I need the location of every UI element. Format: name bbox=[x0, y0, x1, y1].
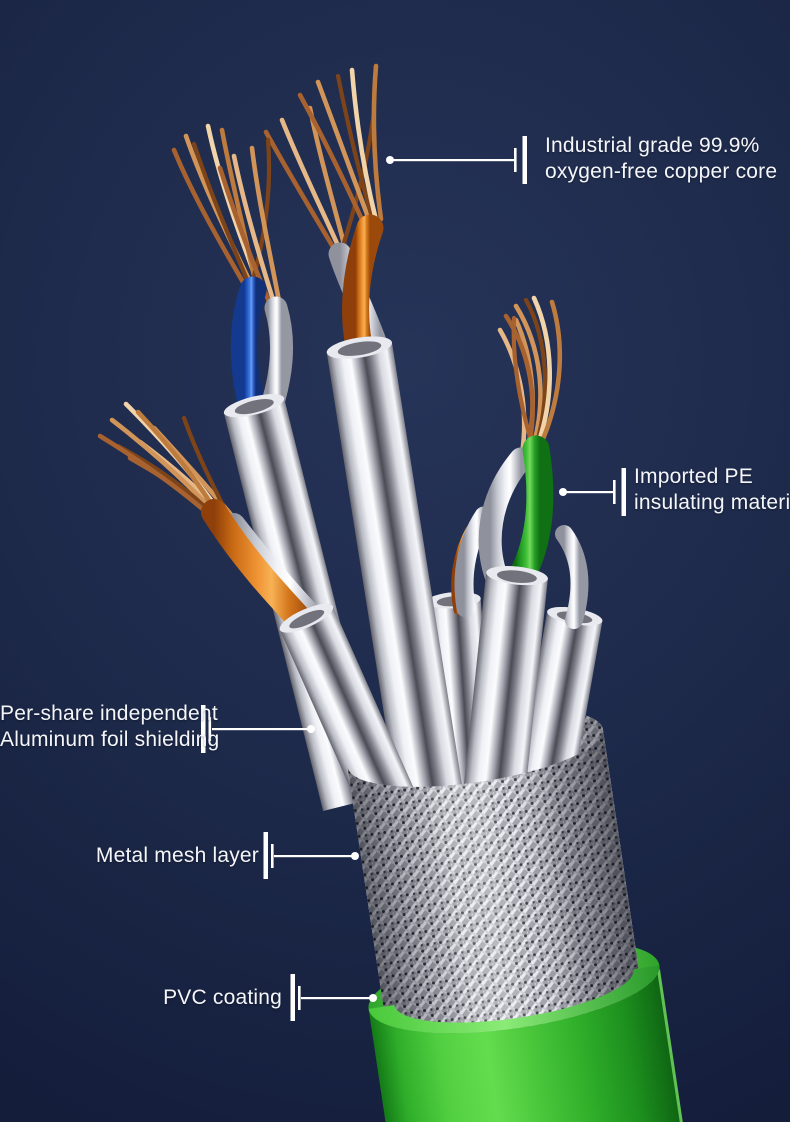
annotation-line: insulating material bbox=[634, 491, 790, 514]
annotation-line: Metal mesh layer bbox=[95, 844, 259, 867]
copper-strands-orange-top bbox=[263, 63, 384, 255]
annotation-line: oxygen-free copper core bbox=[545, 160, 778, 183]
foil-tube bbox=[279, 603, 419, 822]
wire-stub-white bbox=[454, 506, 494, 618]
leader-dot bbox=[369, 994, 377, 1002]
wire-pair-orange-left bbox=[97, 401, 419, 822]
foil-tube bbox=[326, 336, 464, 803]
annotation-mesh-layer: Metal mesh layer bbox=[0, 843, 259, 869]
annotation-pe-insulation: Imported PE insulating material bbox=[634, 464, 790, 516]
annotation-pvc-coating: PVC coating bbox=[0, 985, 282, 1011]
mesh-and-jacket bbox=[347, 729, 687, 1122]
wire-stub-white-2 bbox=[555, 525, 589, 629]
annotation-foil-shielding: Per-share independent Aluminum foil shie… bbox=[0, 701, 220, 753]
leader-copper-core bbox=[386, 136, 527, 184]
foil-tube bbox=[461, 566, 548, 813]
leader-lines bbox=[201, 136, 626, 1021]
metal-mesh-braid bbox=[347, 729, 645, 1049]
leader-dot bbox=[351, 852, 359, 860]
annotation-line: Industrial grade 99.9% bbox=[545, 134, 760, 157]
copper-strands-green bbox=[497, 295, 563, 457]
copper-strands-blue bbox=[171, 123, 282, 307]
annotation-copper-core: Industrial grade 99.9% oxygen-free coppe… bbox=[545, 133, 777, 185]
leader-dot bbox=[307, 725, 315, 733]
wire-pair-orange-top bbox=[263, 63, 464, 803]
leader-mesh-layer bbox=[263, 832, 359, 879]
annotation-line: Imported PE bbox=[634, 465, 753, 488]
annotation-line: Aluminum foil shielding bbox=[0, 728, 220, 751]
leader-pe-insulation bbox=[559, 468, 626, 516]
leader-dot bbox=[559, 488, 567, 496]
leader-foil-shielding bbox=[201, 705, 315, 753]
annotation-line: Per-share independent bbox=[0, 702, 218, 725]
leader-pvc-coating bbox=[290, 974, 377, 1021]
pvc-jacket-front-rim bbox=[368, 965, 660, 1034]
leader-dot bbox=[386, 156, 394, 164]
wire-pair-green bbox=[461, 295, 563, 813]
annotation-line: PVC coating bbox=[163, 986, 282, 1009]
pvc-jacket bbox=[368, 965, 687, 1122]
